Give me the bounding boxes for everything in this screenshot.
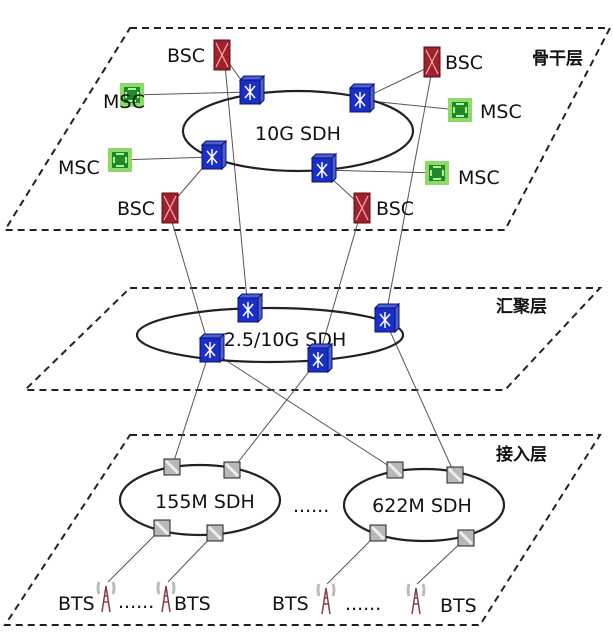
msc-label: MSC — [58, 157, 100, 179]
bts-ellipsis: ...... — [345, 593, 381, 615]
bts-label: BTS — [174, 593, 211, 615]
bts-label: BTS — [440, 595, 477, 617]
bsc-icon — [353, 192, 371, 224]
aggregation-layer-plane — [22, 287, 603, 391]
core-layer-plane — [3, 27, 612, 231]
access-ring-622m — [342, 467, 506, 543]
access-ring-622m-label: 622M SDH — [372, 495, 472, 517]
bsc-icon — [213, 39, 231, 71]
bts-label: BTS — [58, 593, 95, 615]
bts-tower-icon — [156, 580, 176, 614]
access-ring-155m-label: 155M SDH — [155, 491, 255, 513]
msc-label: MSC — [103, 91, 145, 113]
core-ring — [181, 89, 415, 173]
core-layer-label: 骨干层 — [532, 49, 583, 69]
bsc-icon — [161, 192, 179, 224]
bsc-icon — [423, 46, 441, 78]
msc-icon — [107, 147, 133, 173]
msc-label: MSC — [480, 101, 522, 123]
core-ring-label: 10G SDH — [255, 123, 341, 145]
bts-tower-icon — [316, 582, 336, 616]
bts-label: BTS — [272, 593, 309, 615]
access-ring-155m — [118, 463, 282, 537]
aggregation-ring — [135, 306, 405, 364]
bsc-label: BSC — [117, 198, 155, 220]
bts-tower-icon — [96, 580, 116, 614]
bsc-label: BSC — [376, 198, 414, 220]
access-layer-label: 接入层 — [496, 444, 547, 465]
ring-ellipsis: ...... — [293, 495, 329, 517]
links — [107, 61, 467, 585]
bsc-label: BSC — [167, 45, 205, 67]
msc-icon — [447, 97, 473, 123]
access-layer-plane — [3, 434, 602, 626]
aggregation-layer-label: 汇聚层 — [496, 297, 547, 317]
msc-icon — [424, 160, 450, 186]
bts-tower-icon — [406, 582, 426, 616]
bts-ellipsis: ...... — [118, 591, 154, 613]
bsc-label: BSC — [445, 52, 483, 74]
msc-label: MSC — [458, 167, 500, 189]
